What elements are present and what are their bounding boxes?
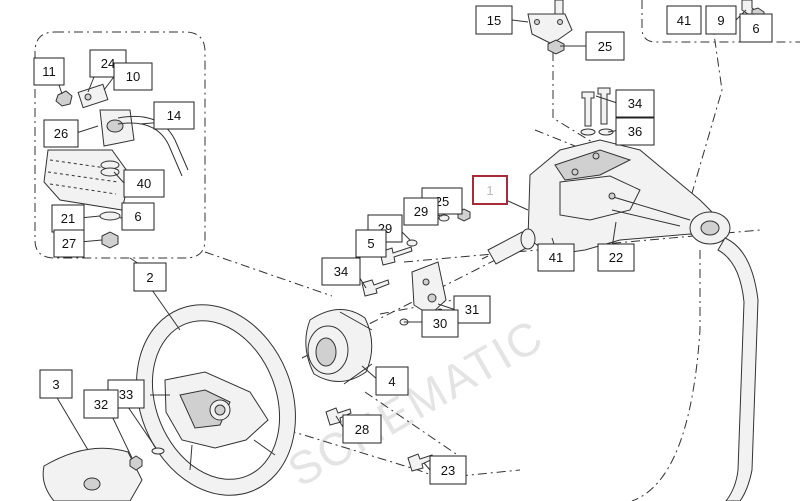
callout-24-label: 24 <box>101 56 115 71</box>
clip-shape <box>77 83 109 109</box>
callout-28-label: 28 <box>355 422 369 437</box>
callout-34-mid-label: 34 <box>334 264 348 279</box>
hub-adapter <box>305 309 373 385</box>
callout-9-label: 9 <box>717 13 724 28</box>
callout-21-label: 21 <box>61 211 75 226</box>
callout-3-label: 3 <box>52 377 59 392</box>
nut-11-shape <box>55 90 73 107</box>
callout-23[interactable]: 23 <box>429 455 467 485</box>
detail-inset-border <box>34 31 206 259</box>
callout-6-inset-label: 6 <box>134 209 141 224</box>
callout-33-label: 33 <box>119 387 133 402</box>
callout-6-top[interactable]: 6 <box>739 13 773 43</box>
callout-41-top[interactable]: 41 <box>666 5 702 35</box>
callout-32-label: 32 <box>94 397 108 412</box>
callout-36-label: 36 <box>628 124 642 139</box>
callout-22-label: 22 <box>609 250 623 265</box>
callout-29-right-label: 29 <box>414 204 428 219</box>
callout-41-mid[interactable]: 41 <box>537 243 575 272</box>
callout-6-inset[interactable]: 6 <box>121 202 155 231</box>
callout-5[interactable]: 5 <box>355 229 387 258</box>
callout-15-label: 15 <box>487 13 501 28</box>
steering-column-assembly <box>481 139 759 501</box>
callout-22[interactable]: 22 <box>597 243 635 272</box>
callout-27[interactable]: 27 <box>53 229 85 258</box>
inset-parts <box>43 83 189 249</box>
callout-6-top-label: 6 <box>752 21 759 36</box>
callout-24[interactable]: 24 <box>89 49 127 78</box>
callout-25-top[interactable]: 25 <box>585 31 625 61</box>
callout-25-top-label: 25 <box>598 39 612 54</box>
callout-10-label: 10 <box>126 69 140 84</box>
detail-inset-topright-border <box>641 0 800 43</box>
column-bracket-shape <box>43 149 131 211</box>
callout-14-label: 14 <box>167 108 181 123</box>
callout-30[interactable]: 30 <box>421 309 459 338</box>
callout-2[interactable]: 2 <box>133 262 167 292</box>
callout-28[interactable]: 28 <box>342 414 382 444</box>
callout-30-label: 30 <box>433 316 447 331</box>
callout-32[interactable]: 32 <box>83 389 119 419</box>
callout-31-label: 31 <box>465 302 479 317</box>
callout-2-label: 2 <box>146 270 153 285</box>
callout-34-top[interactable]: 34 <box>615 89 655 118</box>
horn-pad <box>42 447 165 501</box>
callout-41-top-label: 41 <box>677 13 691 28</box>
callout-40-label: 40 <box>137 176 151 191</box>
callout-9[interactable]: 9 <box>705 5 737 35</box>
callout-21[interactable]: 21 <box>51 204 85 233</box>
callout-41-mid-label: 41 <box>549 250 563 265</box>
callout-23-label: 23 <box>441 463 455 478</box>
callout-29-right[interactable]: 29 <box>403 197 439 226</box>
callout-31[interactable]: 31 <box>453 295 491 324</box>
callout-11[interactable]: 11 <box>33 57 65 86</box>
callout-1[interactable]: 1 <box>472 175 508 205</box>
callout-4-label: 4 <box>388 374 395 389</box>
callout-15[interactable]: 15 <box>475 5 513 35</box>
steering-wheel <box>136 304 296 496</box>
callout-27-label: 27 <box>62 236 76 251</box>
callout-36[interactable]: 36 <box>615 117 655 146</box>
callout-34-top-label: 34 <box>628 96 642 111</box>
callout-10[interactable]: 10 <box>113 62 153 91</box>
callout-3[interactable]: 3 <box>39 369 73 399</box>
callout-4[interactable]: 4 <box>375 366 409 396</box>
callout-11-label: 11 <box>42 64 56 79</box>
callout-26-label: 26 <box>54 126 68 141</box>
callout-1-label: 1 <box>486 183 493 198</box>
callout-40[interactable]: 40 <box>123 169 165 198</box>
callout-5-label: 5 <box>367 236 374 251</box>
callout-26[interactable]: 26 <box>43 119 79 148</box>
callout-14[interactable]: 14 <box>153 101 195 130</box>
callout-34-mid[interactable]: 34 <box>321 257 361 286</box>
